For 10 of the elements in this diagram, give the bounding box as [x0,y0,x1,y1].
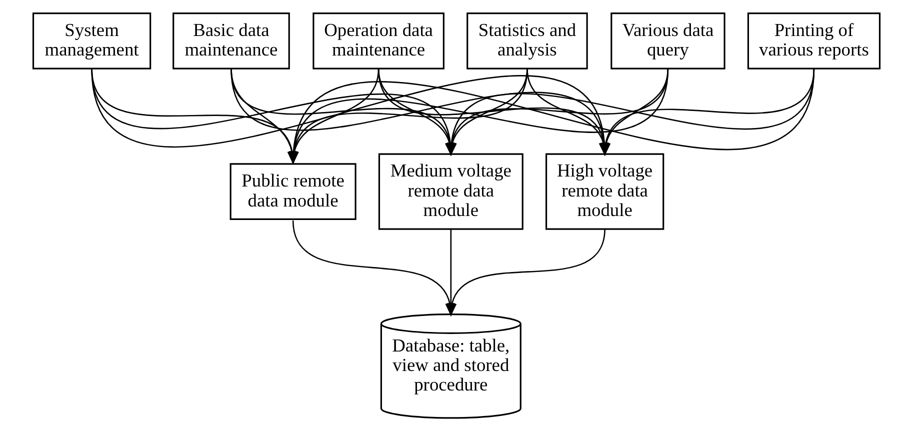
node-box: Medium voltage remote data module [378,153,524,230]
arrow [448,228,606,317]
node-box: Basic data maintenance [172,12,290,70]
node-box: System management [32,12,152,70]
node-box: High voltage remote data module [546,153,664,230]
node-box: Printing of various reports [747,12,881,70]
node-box: Operation data maintenance [312,12,444,70]
node-box: Various data query [610,12,726,70]
node-box: Public remote data module [230,163,356,220]
node-box: Statistics and analysis [466,12,588,70]
